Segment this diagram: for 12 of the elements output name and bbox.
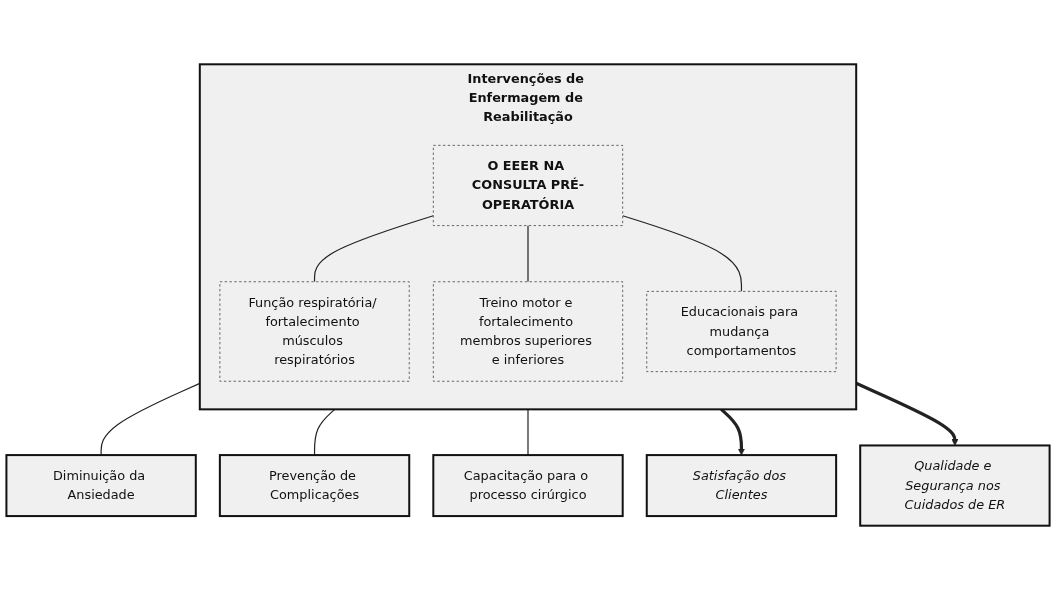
node-box: Diminuição da Ansiedade [5,454,197,518]
node-box: Treino motor e fortalecimento membros superiores e inferiores [432,281,624,382]
node-box: Educacionais para mudança comportamentos [646,291,837,373]
node-box: Qualidade e Segurança nos Cuidados de ER [859,444,1051,527]
node-box: Função respiratória/ fortalecimento músculos respiratórios [219,281,410,382]
node-box: O EEER NA CONSULTA PRÉ-OPERATÓRIA [432,144,624,226]
connector [622,215,743,292]
connector [313,215,434,283]
node-box: Prevenção de Complicações [218,454,411,518]
node-box: Capacitação para o processo cirúrgico [432,454,624,518]
connector [527,225,529,283]
node-box: Satisfação dos Clientes [645,454,838,518]
